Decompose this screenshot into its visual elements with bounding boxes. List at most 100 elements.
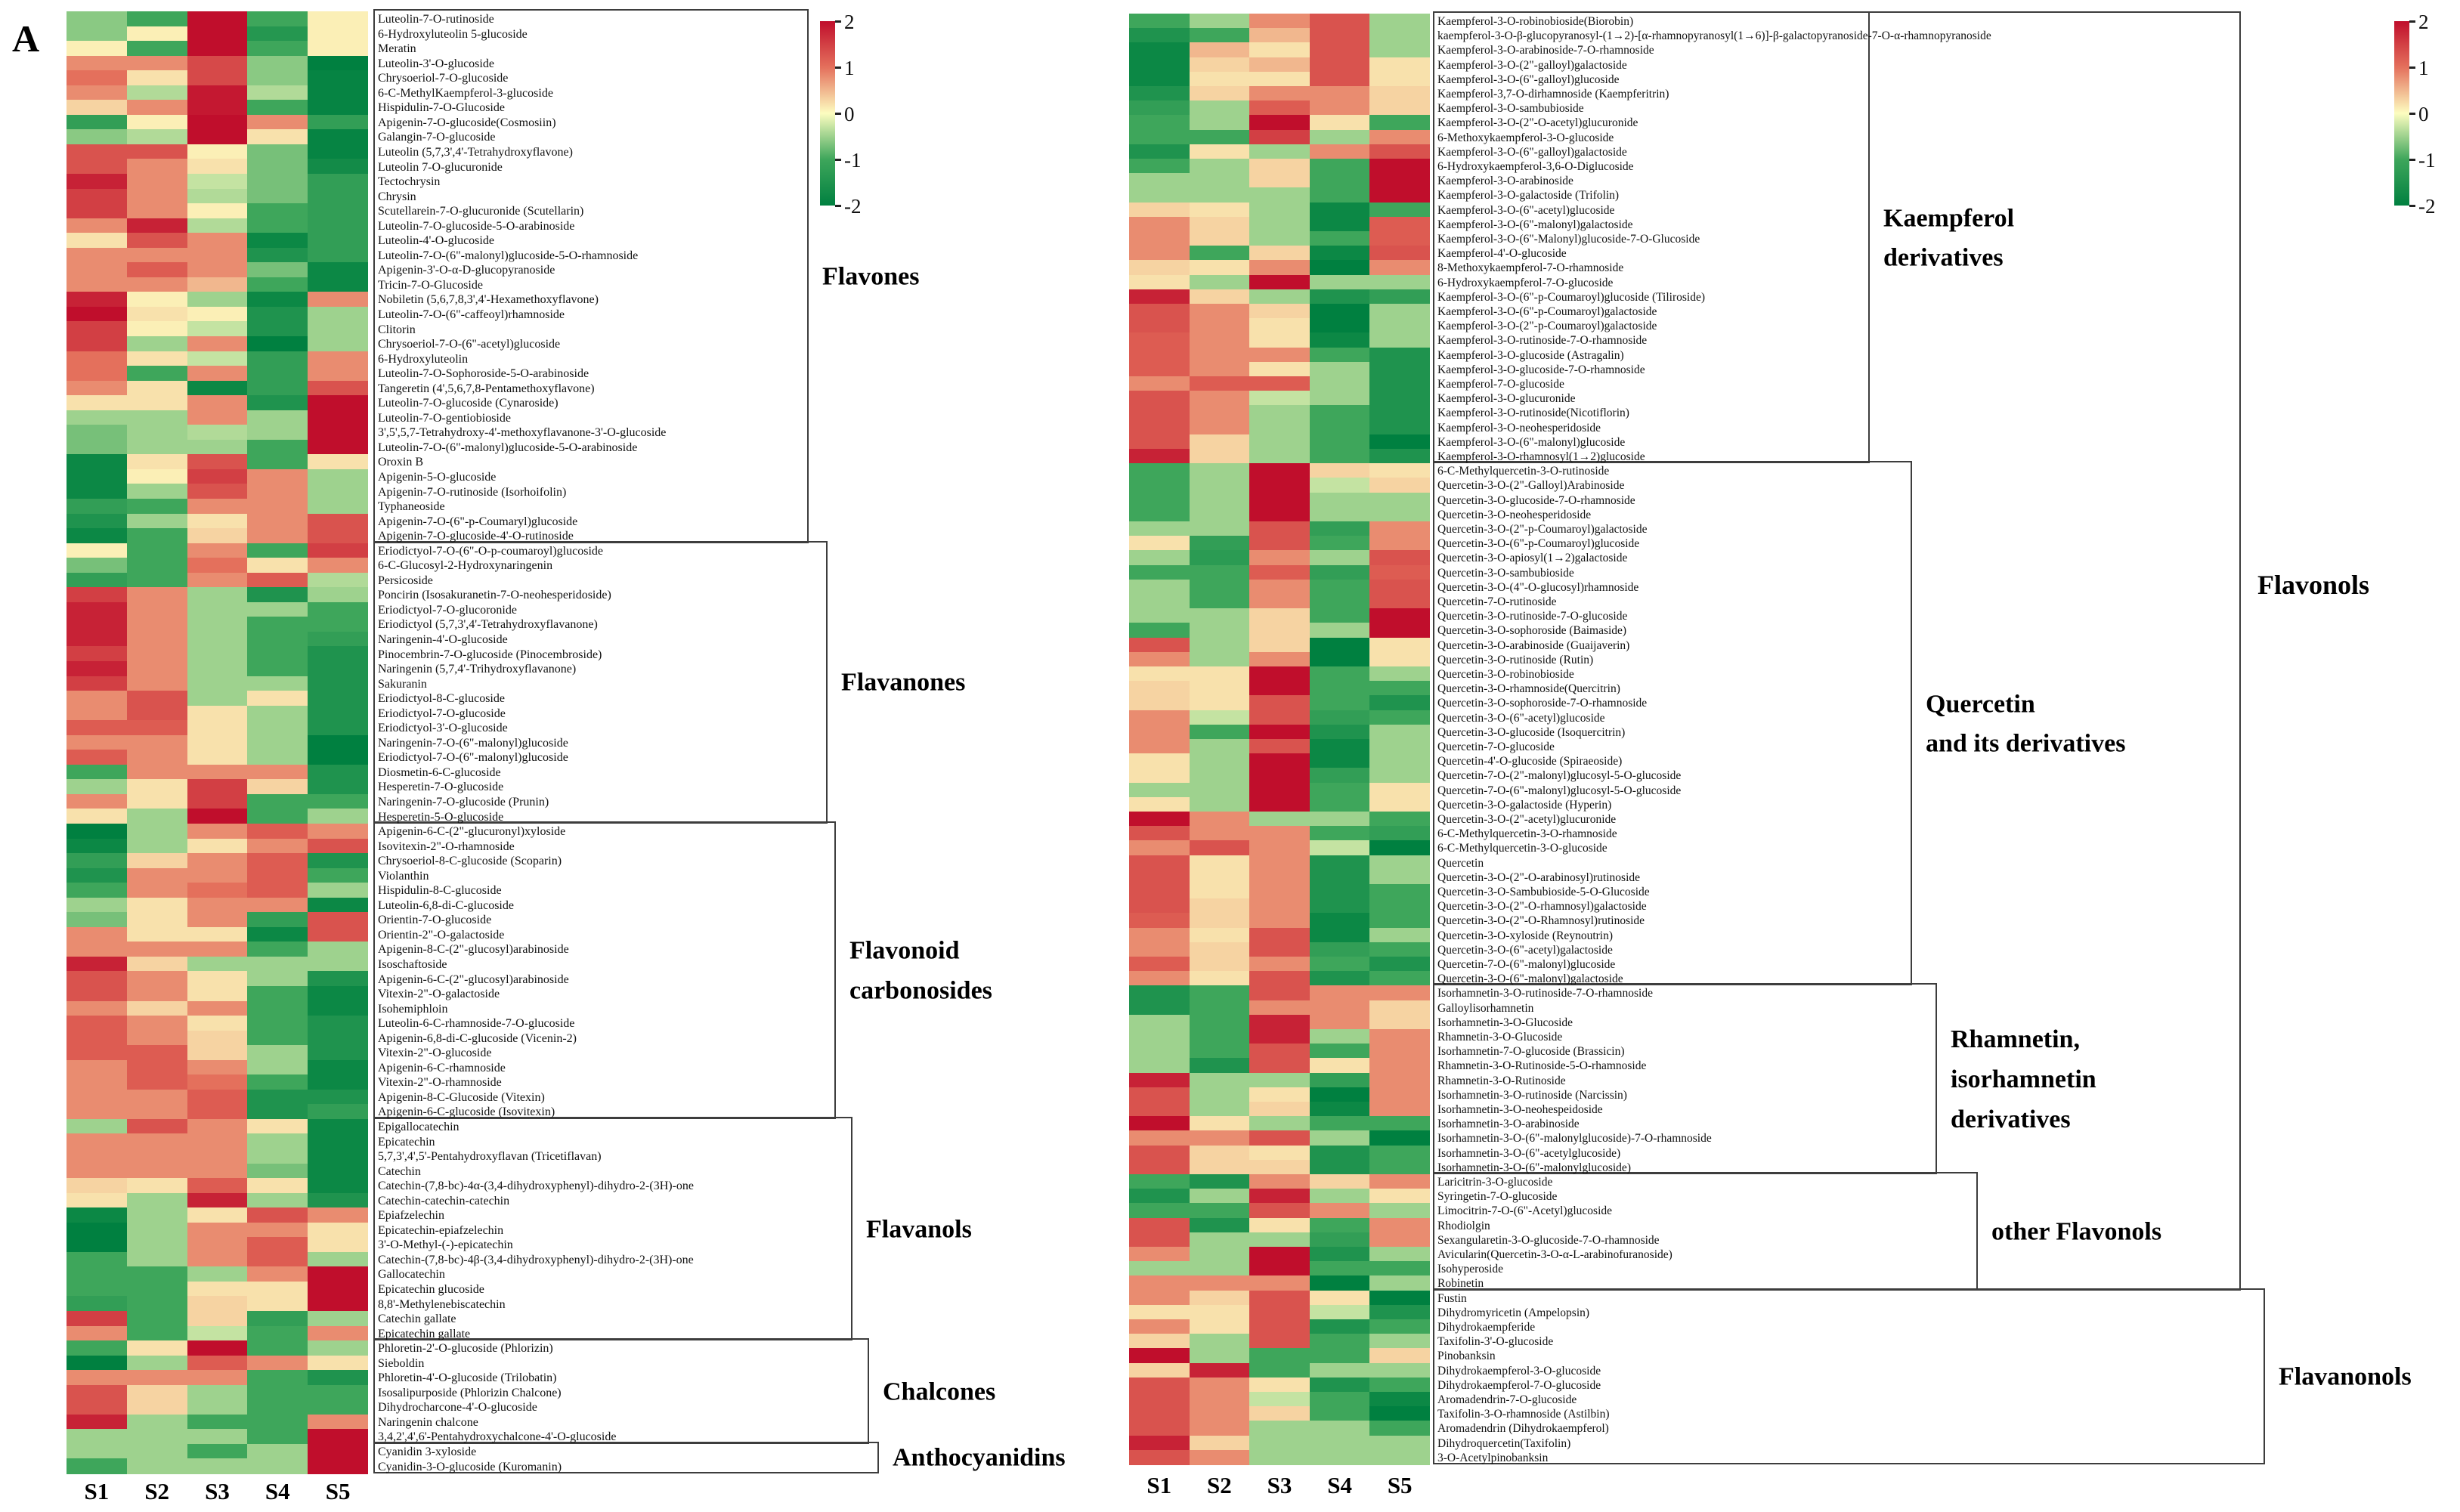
compound-label: Violanthin [378,869,429,883]
heatmap-cell [1309,289,1370,305]
compound-label: Luteolin-7-O-glucoside (Cynaroside) [378,397,559,410]
heatmap-cell [126,617,187,632]
heatmap-cell [247,1118,308,1135]
heatmap-cell [1189,739,1250,754]
group-label-line: Flavanonols [2279,1362,2412,1391]
compound-label: Eriodictyol-7-O-(6"-O-p-coumaroyl)glucos… [378,544,603,558]
heatmap-cell [308,867,368,883]
heatmap-row [67,1149,368,1164]
heatmap-cell [1189,1044,1250,1059]
heatmap-cell [1189,1232,1250,1248]
heatmap-cell [1249,260,1310,276]
heatmap-row [67,70,368,86]
heatmap-cell [308,1370,368,1386]
heatmap-cell [126,26,187,42]
heatmap-row [1129,594,1430,609]
heatmap-cell [67,912,127,928]
heatmap-row [1129,274,1430,290]
heatmap-row [67,1296,368,1312]
heatmap-cell [187,558,248,574]
heatmap-cell [1369,86,1430,101]
heatmap-cell [308,926,368,943]
compound-label: Luteolin-7-O-gentiobioside [378,411,511,425]
heatmap-cell [1249,840,1310,856]
heatmap-cell [247,1133,308,1149]
heatmap-cell [187,764,248,781]
heatmap-cell [67,41,127,57]
heatmap-cell [67,203,127,219]
heatmap-cell [1129,753,1190,769]
heatmap-cell [1309,506,1370,522]
heatmap-cell [308,617,368,632]
heatmap-cell [1309,1334,1370,1350]
compound-label: 6-C-Glucosyl-2-Hydroxynaringenin [378,559,553,573]
heatmap-cell [1369,274,1430,290]
heatmap-cell [187,617,248,632]
heatmap-cell [126,1340,187,1356]
heatmap-cell [308,395,368,411]
heatmap-row [67,572,368,588]
compound-label: Chrysoeriol-7-O-(6"-acetyl)glucoside [378,338,561,351]
heatmap-cell [187,85,248,100]
heatmap-cell [308,292,368,308]
heatmap-cell [187,1163,248,1179]
heatmap-row [67,380,368,396]
heatmap-row [67,1045,368,1061]
compound-label: Apigenin-5-O-glucoside [378,471,497,484]
heatmap-cell [1249,187,1310,203]
heatmap-row [67,1030,368,1046]
compound-label: Avicularin(Quercetin-3-O-α-L-arabinofura… [1437,1248,1672,1262]
heatmap-cell [126,174,187,190]
heatmap-row [67,1059,368,1075]
heatmap-cell [1189,1304,1250,1320]
heatmap-cell [1309,782,1370,798]
heatmap-cell [67,867,127,883]
heatmap-cell [1309,274,1370,290]
heatmap-row [1129,86,1430,101]
colorbar-tick-label: 2 [2418,11,2429,33]
heatmap-cell [1309,1044,1370,1059]
heatmap-cell [187,26,248,42]
heatmap-cell [187,247,248,263]
heatmap-cell [187,601,248,618]
heatmap-cell [1249,1334,1310,1350]
heatmap-cell [308,986,368,1002]
group-label-line: derivatives [1883,243,2004,272]
heatmap-cell [1189,405,1250,421]
heatmap-cell [1309,1029,1370,1044]
heatmap-row [67,661,368,677]
heatmap-row [1129,1348,1430,1364]
heatmap-cell [1309,159,1370,174]
heatmap-cell [1129,594,1190,609]
heatmap-cell [308,691,368,707]
heatmap-row [1129,1232,1430,1248]
heatmap-cell [308,809,368,824]
heatmap-cell [1309,1304,1370,1320]
heatmap-cell [1309,1102,1370,1117]
heatmap-cell [1129,361,1190,377]
heatmap-cell [187,956,248,972]
heatmap-cell [67,764,127,781]
heatmap-cell [1309,1261,1370,1277]
heatmap-cell [1129,710,1190,725]
heatmap-cell [1309,1449,1370,1465]
heatmap-cell [126,676,187,691]
colorbar-tickmark [2409,113,2415,115]
heatmap-cell [1309,1189,1370,1204]
heatmap-cell [1189,1174,1250,1189]
heatmap-cell [1189,1290,1250,1306]
heatmap-cell [1249,173,1310,189]
heatmap-cell [1249,246,1310,261]
heatmap-cell [187,809,248,824]
heatmap-cell [247,1016,308,1031]
heatmap-cell [1129,564,1190,580]
heatmap-row [1129,666,1430,682]
heatmap-cell [1189,521,1250,536]
heatmap-cell [1309,1014,1370,1030]
heatmap-cell [126,366,187,382]
heatmap-cell [1249,347,1310,363]
heatmap-row [1129,1058,1430,1074]
heatmap-cell [1249,419,1310,435]
